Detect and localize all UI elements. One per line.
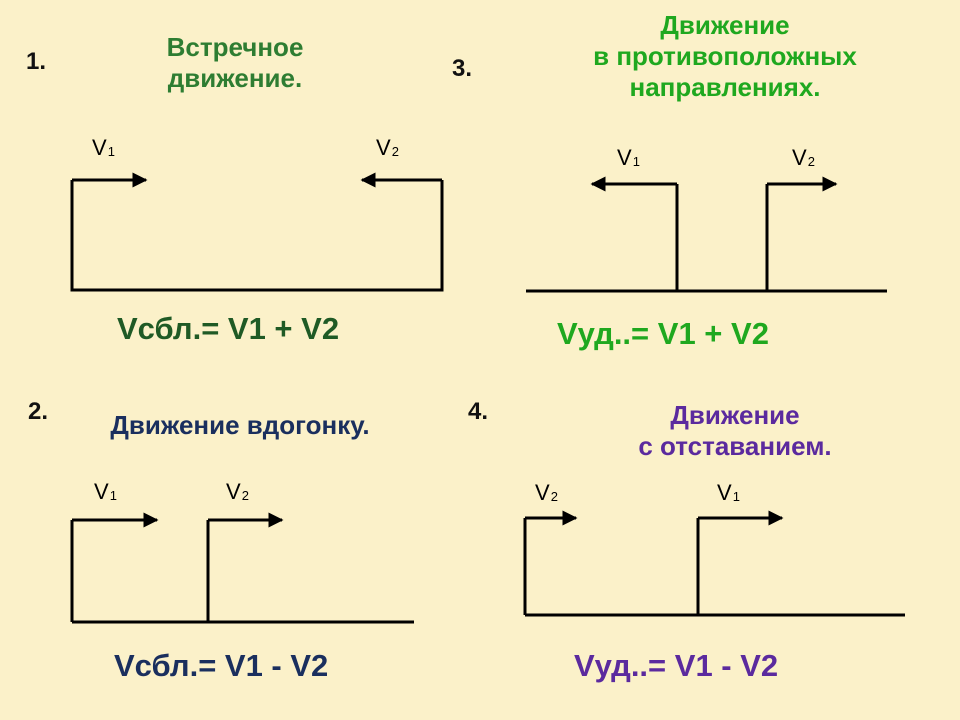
panel-4-formula: Vуд..= V1 - V2 xyxy=(574,648,779,683)
panel-1-number: 1. xyxy=(26,48,47,75)
panel-2-v1-label: V1 xyxy=(94,479,117,504)
panel-3-v1-label: V1 xyxy=(617,145,640,170)
panel-3-formula: Vуд..= V1 + V2 xyxy=(557,316,769,351)
panel-2-diagram xyxy=(70,512,414,624)
panel-2-v2-label: V2 xyxy=(226,479,249,504)
panel-2-title: Движение вдогонку. xyxy=(110,410,370,440)
panel-3-diagram xyxy=(526,176,887,293)
panel-4-v1-label: V1 xyxy=(717,480,740,505)
panel-2-number: 2. xyxy=(28,398,49,425)
panel-4-v2-label: V2 xyxy=(535,480,558,505)
panel-1-v2-label: V2 xyxy=(376,135,399,160)
panel-3-v2-label: V2 xyxy=(792,145,815,170)
panel-3-number: 3. xyxy=(452,55,473,82)
panel-4-diagram xyxy=(523,510,905,617)
panel-1-title: Встречное движение. xyxy=(166,32,304,93)
panel-1-diagram xyxy=(70,172,444,292)
panel-4-number: 4. xyxy=(468,398,489,425)
panel-3-title: Движение в противоположных направлениях. xyxy=(593,10,857,102)
panel-1-v1-label: V1 xyxy=(92,135,115,160)
panel-1-formula: Vсбл.= V1 + V2 xyxy=(117,311,340,346)
panel-4-title: Движение с отставанием. xyxy=(638,400,832,461)
panel-2-formula: Vсбл.= V1 - V2 xyxy=(114,648,329,683)
panel-1-track xyxy=(70,180,444,292)
